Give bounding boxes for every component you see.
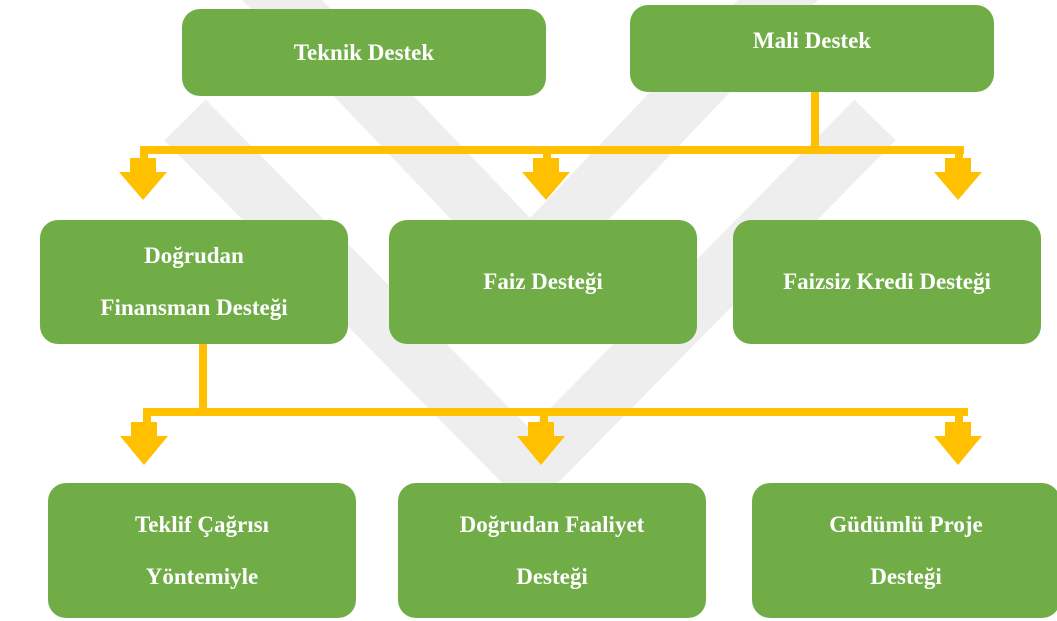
- node-dogrudan-finansman-destegi: Doğrudan Finansman Desteği: [40, 220, 348, 344]
- connector-drop-faiz: [543, 146, 551, 166]
- connector-drop-dogrudan: [140, 146, 148, 166]
- node-mali-destek-label: Mali Destek: [752, 28, 872, 53]
- node-faizsiz-kredi-destegi: Faizsiz Kredi Desteği: [733, 220, 1041, 344]
- connector-dogrudan-vertical: [199, 342, 207, 414]
- connector-drop-faaliyet: [540, 408, 548, 430]
- connector-level1-bar: [140, 146, 964, 154]
- node-mali-destek: Mali Destek: [630, 5, 994, 92]
- arrow-gudumlu: [934, 422, 982, 465]
- node-gudumlu-proje-destegi: Güdümlü Proje Desteği: [752, 483, 1057, 618]
- connector-drop-teklif: [143, 408, 151, 430]
- node-gudumlu-proje-destegi-label: Güdümlü Proje Desteği: [829, 511, 983, 589]
- connector-drop-faizsiz: [955, 146, 963, 166]
- node-teklif-cagrisi-yontemiyle: Teklif Çağrısı Yöntemiyle: [48, 483, 356, 618]
- arrow-dogrudan: [119, 158, 167, 200]
- connector-drop-gudumlu: [955, 408, 963, 430]
- arrow-faiz: [522, 158, 570, 200]
- node-dogrudan-faaliyet-destegi: Doğrudan Faaliyet Desteği: [398, 483, 706, 618]
- node-teklif-cagrisi-yontemiyle-label: Teklif Çağrısı Yöntemiyle: [135, 511, 269, 589]
- node-dogrudan-faaliyet-destegi-label: Doğrudan Faaliyet Desteği: [459, 511, 645, 589]
- node-faiz-destegi-label: Faiz Desteği: [483, 269, 603, 294]
- arrow-faaliyet: [517, 422, 565, 465]
- node-dogrudan-finansman-destegi-label: Doğrudan Finansman Desteği: [100, 243, 288, 320]
- connector-mali-vertical: [811, 88, 819, 150]
- node-teknik-destek-label: Teknik Destek: [293, 39, 435, 65]
- node-faizsiz-kredi-destegi-label: Faizsiz Kredi Desteği: [783, 269, 991, 294]
- arrow-teklif: [120, 422, 168, 465]
- connector-level2-bar: [143, 408, 968, 416]
- arrow-faizsiz: [934, 158, 982, 200]
- node-faiz-destegi: Faiz Desteği: [389, 220, 697, 344]
- node-teknik-destek: Teknik Destek: [182, 9, 546, 96]
